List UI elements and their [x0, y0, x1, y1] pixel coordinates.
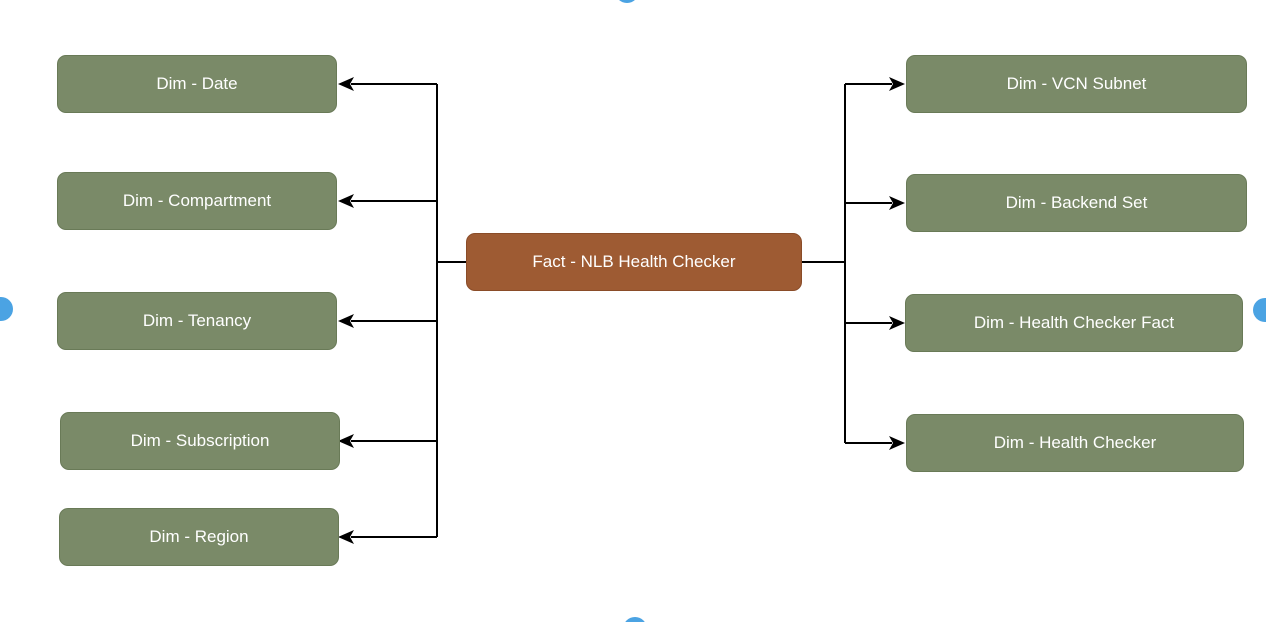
node-dim-compartment[interactable]: Dim - Compartment — [57, 172, 337, 230]
node-label: Dim - Health Checker — [993, 432, 1157, 452]
node-label: Dim - Date — [156, 73, 238, 93]
canvas-handle-top[interactable] — [615, 0, 639, 3]
node-dim-vcn-subnet[interactable]: Dim - VCN Subnet — [906, 55, 1247, 113]
node-dim-health-checker[interactable]: Dim - Health Checker — [906, 414, 1244, 472]
node-fact-nlb-health-checker[interactable]: Fact - NLB Health Checker — [466, 233, 802, 291]
arrowhead — [338, 314, 354, 328]
arrowhead — [889, 316, 905, 330]
node-dim-date[interactable]: Dim - Date — [57, 55, 337, 113]
node-dim-tenancy[interactable]: Dim - Tenancy — [57, 292, 337, 350]
node-label: Dim - VCN Subnet — [1006, 73, 1147, 93]
arrowhead — [338, 77, 354, 91]
node-label: Dim - Backend Set — [1005, 192, 1148, 212]
node-label: Dim - Tenancy — [142, 310, 252, 330]
arrowhead — [889, 196, 905, 210]
canvas-handle-left[interactable] — [0, 297, 13, 321]
connector-line[interactable] — [802, 84, 846, 443]
node-label: Dim - Compartment — [122, 190, 272, 210]
arrowhead — [889, 436, 905, 450]
node-dim-backend-set[interactable]: Dim - Backend Set — [906, 174, 1247, 232]
canvas-handle-bottom[interactable] — [623, 617, 647, 622]
node-dim-subscription[interactable]: Dim - Subscription — [60, 412, 340, 470]
node-dim-health-checker-fact[interactable]: Dim - Health Checker Fact — [905, 294, 1243, 352]
arrowhead — [338, 434, 354, 448]
arrowhead — [889, 77, 905, 91]
node-label: Dim - Subscription — [130, 430, 270, 450]
arrowhead — [338, 530, 354, 544]
node-label: Fact - NLB Health Checker — [532, 251, 736, 271]
connector-line[interactable] — [436, 84, 466, 537]
canvas-handle-right[interactable] — [1253, 298, 1266, 322]
node-label: Dim - Region — [149, 526, 249, 546]
node-label: Dim - Health Checker Fact — [973, 312, 1175, 332]
node-dim-region[interactable]: Dim - Region — [59, 508, 339, 566]
arrowhead — [338, 194, 354, 208]
